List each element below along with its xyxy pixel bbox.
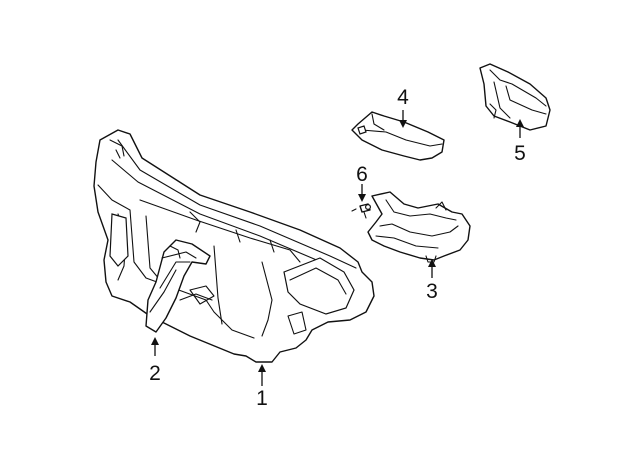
arrow-1 [258,364,266,372]
arrow-3 [428,259,436,267]
part-1-radiator-support[interactable] [93,129,375,363]
leader-lines [151,110,524,386]
arrow-5 [516,119,524,127]
callout-2: 2 [149,362,161,385]
part-4-tie-bar-cover[interactable] [351,111,445,161]
callout-3: 3 [426,280,438,303]
callout-1: 1 [256,387,268,410]
callout-5: 5 [514,142,526,165]
arrow-6 [358,194,366,202]
part-2-support-brace[interactable] [145,239,211,333]
arrow-4 [399,120,407,128]
part-5-air-deflector[interactable] [479,63,551,131]
callout-4: 4 [397,86,409,109]
callout-numbers: 1 2 3 4 5 6 [149,86,526,410]
part-6-bolt[interactable] [351,203,372,219]
part-3-lower-bracket[interactable] [367,191,471,263]
arrow-2 [151,337,159,345]
callout-6: 6 [356,163,368,186]
